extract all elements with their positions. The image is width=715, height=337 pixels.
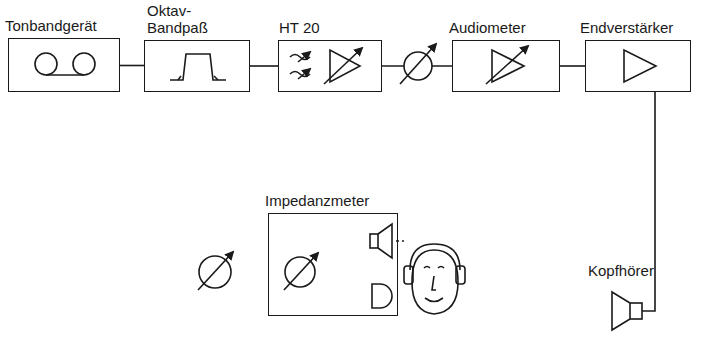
part-label: Kopfhörer	[588, 262, 654, 279]
block-heading: Impedanzmeter	[265, 192, 369, 209]
attenuator-symbol	[400, 44, 436, 84]
block-box: Audiometer	[452, 40, 560, 92]
block-heading: Endverstärker	[580, 19, 673, 36]
listener-head	[404, 244, 465, 314]
signal-line	[250, 65, 278, 67]
block-heading: HT 20	[279, 19, 320, 36]
signal-line	[120, 65, 144, 67]
amplifier-symbol	[486, 46, 528, 84]
amplifier-symbol	[624, 50, 656, 82]
meter-symbol	[198, 252, 233, 290]
block-box: HT 20	[278, 40, 382, 92]
bandpass-symbol	[170, 54, 226, 80]
block-heading: Oktav- Bandpaß	[147, 2, 209, 36]
block-heading: Audiometer	[449, 19, 526, 36]
block-box: Impedanzmeter	[268, 213, 398, 316]
signal-line	[560, 65, 585, 67]
tape-reels	[35, 53, 95, 75]
headphone-speaker	[612, 292, 642, 330]
block-box: Tonbandgerät	[8, 38, 120, 92]
impedance-meter-interior	[284, 224, 404, 308]
block-box: Oktav- Bandpaß	[144, 40, 250, 92]
ht20-symbol	[290, 48, 362, 84]
block-box: Endverstärker	[585, 40, 691, 92]
block-heading: Tonbandgerät	[5, 17, 97, 34]
